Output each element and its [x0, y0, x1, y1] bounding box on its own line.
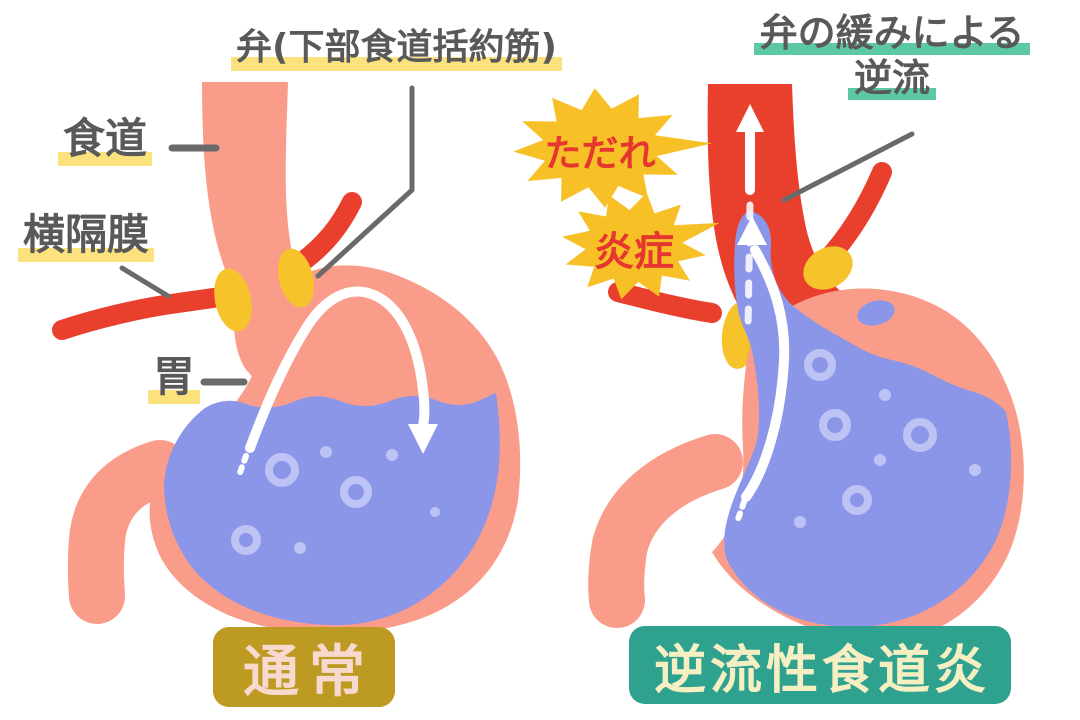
- stomach-label: 胃: [148, 352, 201, 404]
- pointer-valve-line: [315, 85, 415, 279]
- bubble: [265, 453, 299, 487]
- bubble: [842, 485, 872, 515]
- bubble: [386, 449, 398, 461]
- down-arrow-tail-dashes: [235, 453, 249, 481]
- bubble: [320, 446, 332, 458]
- fluid-bubbles-reflux: [804, 349, 937, 515]
- esophagus-label-text: 食道: [58, 114, 153, 166]
- inflammation-starburst: [562, 192, 720, 300]
- reflux-annotation: 弁の緩みによる 逆流: [732, 14, 1052, 104]
- sphincter-valve-right-normal: [277, 248, 315, 308]
- sphincter-valve-right-reflux: [803, 246, 853, 290]
- fluid-dots-reflux: [794, 389, 981, 528]
- bubble: [903, 418, 937, 452]
- bubble: [969, 464, 981, 476]
- bubble: [879, 389, 891, 401]
- curved-up-arrow-head: [737, 216, 767, 245]
- fluid-splash-blob: [857, 300, 895, 326]
- stomach-label-text: 胃: [148, 352, 201, 404]
- curved-up-arrow-tail-dashes: [734, 499, 747, 525]
- up-arrow-head: [736, 104, 764, 132]
- duodenum-shape-normal: [67, 440, 188, 624]
- bubble: [819, 409, 851, 441]
- reflux-annotation-line1: 弁の緩みによる: [732, 14, 1052, 55]
- pointer-diaphragm-line: [119, 265, 171, 299]
- reflux-stomach-figure: [513, 84, 1024, 643]
- bubble: [874, 454, 886, 466]
- diaphragm-label-text: 横隔膜: [18, 210, 155, 262]
- erosion-starburst: [513, 88, 712, 208]
- diaphragm-band-left-normal: [52, 288, 223, 340]
- bubble: [804, 349, 836, 381]
- fluid-dots-normal: [294, 446, 440, 554]
- bubble: [340, 476, 372, 508]
- diaphragm-label: 横隔膜: [18, 210, 155, 262]
- duodenum-shape-reflux: [588, 434, 743, 628]
- bubble: [231, 525, 261, 555]
- inflammation-callout-text: 炎症: [594, 229, 674, 275]
- up-arrow-tail-dashes: [744, 201, 754, 334]
- fluid-bubbles-normal: [231, 453, 372, 555]
- reflux-annotation-line2: 逆流: [732, 59, 1052, 100]
- erosion-callout-text: ただれ: [544, 132, 656, 175]
- reflux-annotation-line1-text: 弁の緩みによる: [753, 14, 1031, 55]
- normal-badge: 通常: [213, 627, 395, 707]
- bubble: [294, 542, 306, 554]
- reflux-up-arrow-esophagus: [736, 104, 764, 334]
- diaphragm-band-right-normal: [292, 192, 362, 272]
- reflux-annotation-line2-text: 逆流: [847, 59, 936, 100]
- sphincter-valve-left-normal: [214, 268, 252, 332]
- curved-up-arrow-shaft: [741, 245, 790, 502]
- normal-stomach-figure: [52, 82, 521, 634]
- valve-label: 弁(下部食道括約筋): [231, 26, 562, 71]
- food-flow-down-arrow: [235, 286, 438, 481]
- diaphragm-band-left-reflux: [608, 282, 722, 323]
- bubble: [794, 516, 806, 528]
- bubble: [430, 507, 440, 517]
- down-arrow-shaft: [245, 286, 430, 453]
- valve-label-text: 弁(下部食道括約筋): [231, 27, 562, 71]
- reflux-up-arrow-fluid: [734, 216, 790, 525]
- esophagus-label: 食道: [58, 114, 153, 166]
- down-arrow-head: [408, 424, 438, 454]
- pointer-reflux-line: [781, 131, 915, 203]
- reflux-badge: 逆流性食道炎: [629, 626, 1011, 704]
